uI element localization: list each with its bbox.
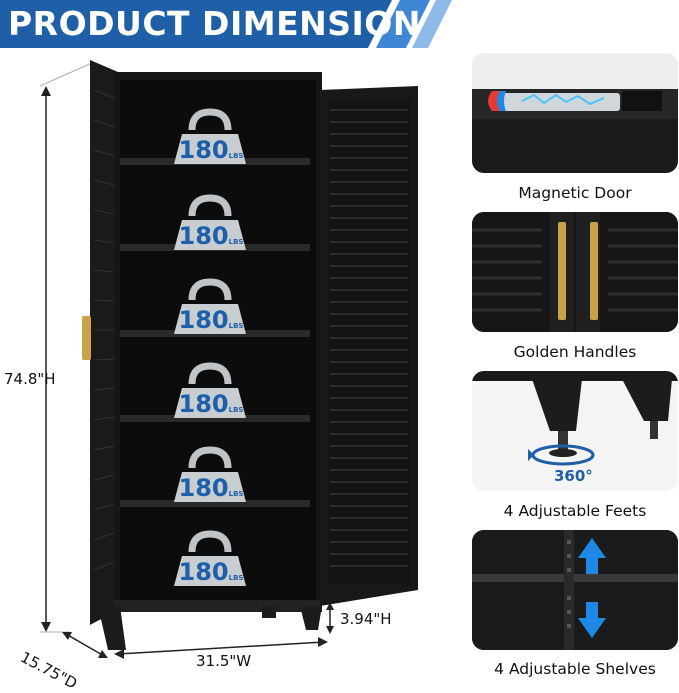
magnet-icon [472,89,678,173]
weight-label-3: 180LBS [178,306,244,334]
weight-label-1: 180LBS [178,136,244,164]
feature-panel-adjustable-feet: 360° [472,371,678,491]
height-label: 74.8"H [4,370,56,388]
feature-caption-magnetic-door: Magnetic Door [518,184,632,202]
up-down-arrows-icon [472,530,678,650]
feature-panel-magnetic-door [472,53,678,173]
left-gold-handle [82,316,91,360]
weight-label-5: 180LBS [178,474,244,502]
weight-label-4: 180LBS [178,390,244,418]
weight-badges [174,108,246,586]
weight-label-6: 180LBS [178,558,244,586]
feature-caption-adjustable-shelves: 4 Adjustable Shelves [494,660,656,678]
cabinet-illustration [39,60,418,659]
feature-panel-adjustable-shelves [472,530,678,650]
rotate-360-icon [472,371,678,466]
rotation-badge: 360° [554,467,593,485]
banner-title: PRODUCT DIMENSION [8,4,421,43]
width-label: 31.5"W [196,652,252,670]
feature-caption-golden-handles: Golden Handles [513,343,637,361]
feature-caption-adjustable-feet: 4 Adjustable Feets [503,502,647,520]
title-banner: PRODUCT DIMENSION [0,0,679,48]
handle-icon [472,212,678,332]
weight-label-2: 180LBS [178,222,244,250]
leg-height-label: 3.94"H [340,610,392,628]
banner-shape [0,0,452,48]
feature-panel-golden-handles [472,212,678,332]
